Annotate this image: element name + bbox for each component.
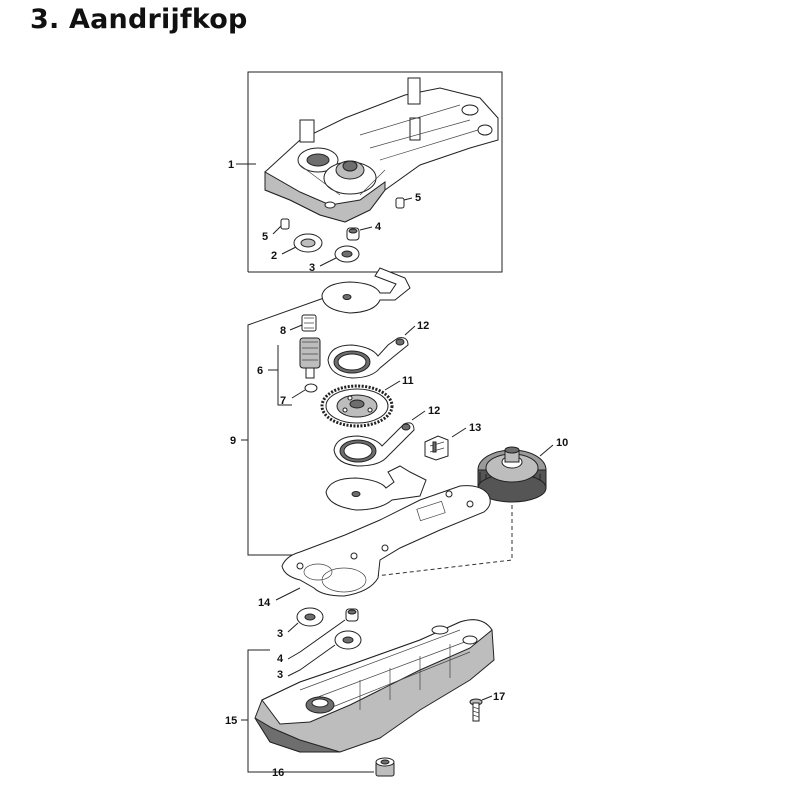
callout-5b: 5 bbox=[262, 231, 268, 243]
pin-icon bbox=[280, 197, 405, 230]
ball-bearing-icon-2 bbox=[296, 607, 362, 650]
gasket-icon bbox=[281, 485, 491, 597]
connecting-rod-icon-2 bbox=[333, 422, 415, 467]
page-title: 3. Aandrijfkop bbox=[30, 4, 248, 35]
callout-2: 2 bbox=[271, 250, 277, 262]
pinion-shaft-icon bbox=[299, 314, 321, 393]
callout-3c: 3 bbox=[277, 669, 283, 681]
callout-15: 15 bbox=[225, 715, 237, 727]
callout-12b: 12 bbox=[428, 405, 440, 417]
screw-icon bbox=[469, 698, 483, 722]
callout-11: 11 bbox=[402, 375, 414, 387]
callout-16: 16 bbox=[272, 767, 284, 779]
spur-gear-icon bbox=[320, 384, 394, 428]
callout-13: 13 bbox=[469, 422, 481, 434]
ball-bearing-icon bbox=[293, 227, 360, 263]
callout-8: 8 bbox=[280, 325, 286, 337]
crown-gear-icon bbox=[477, 446, 547, 503]
gear-cover-icon bbox=[254, 619, 495, 753]
plug-icon bbox=[375, 757, 395, 777]
housing-group-frame bbox=[247, 71, 503, 273]
callout-10: 10 bbox=[556, 437, 568, 449]
connecting-rod-icon bbox=[327, 337, 409, 379]
callout-12a: 12 bbox=[417, 320, 429, 332]
gear-housing-icon bbox=[264, 77, 499, 223]
callout-17: 17 bbox=[493, 691, 505, 703]
callout-4b: 4 bbox=[277, 653, 284, 665]
cam-plate-icon bbox=[321, 267, 411, 314]
callout-1: 1 bbox=[228, 159, 234, 171]
callout-6: 6 bbox=[257, 365, 263, 377]
callout-3b: 3 bbox=[277, 628, 283, 640]
callout-3a: 3 bbox=[309, 262, 315, 274]
callout-14: 14 bbox=[258, 597, 271, 609]
callout-9: 9 bbox=[230, 435, 236, 447]
callout-4a: 4 bbox=[375, 221, 382, 233]
callout-5a: 5 bbox=[415, 192, 421, 204]
callout-7: 7 bbox=[280, 395, 286, 407]
clip-icon bbox=[424, 435, 449, 461]
cam-plate-icon-2 bbox=[325, 465, 427, 511]
